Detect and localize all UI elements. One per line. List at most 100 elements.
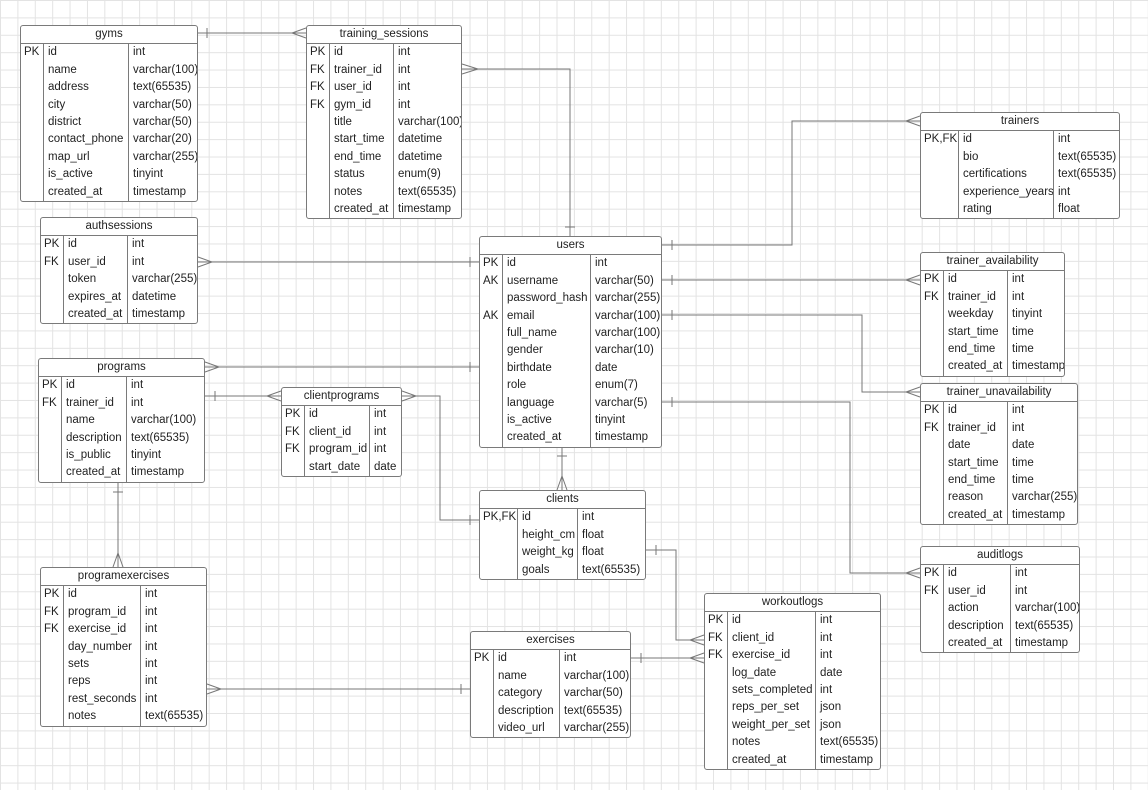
column-name: id	[329, 44, 393, 62]
column-type: varchar(100)	[590, 324, 661, 343]
column-key: PK	[708, 614, 724, 627]
column-key	[307, 201, 329, 218]
column-type: timestamp	[1007, 358, 1064, 376]
column-name: notes	[727, 734, 815, 752]
column-key: FK	[44, 255, 59, 268]
column-name: full_name	[502, 324, 590, 343]
column-name: birthdate	[502, 359, 590, 378]
column-type: int	[559, 650, 630, 668]
column-name: id	[727, 612, 815, 630]
column-type: varchar(100)	[126, 412, 204, 430]
many-marker	[556, 474, 568, 491]
column-key	[921, 618, 943, 635]
column-name: id	[958, 131, 1053, 149]
column-type: timestamp	[127, 305, 197, 324]
column-key	[480, 342, 502, 359]
column-type: tinyint	[1007, 306, 1064, 324]
column-name: height_cm	[517, 526, 577, 545]
column-type: varchar(100)	[559, 667, 630, 686]
link-users-programs	[204, 361, 479, 373]
column-key: PK	[44, 588, 60, 601]
column-type: int	[393, 61, 461, 80]
table-title: trainer_availability	[921, 253, 1064, 272]
column-type: varchar(10)	[590, 342, 661, 360]
column-type: varchar(100)	[128, 61, 197, 80]
column-name: id	[61, 377, 126, 395]
column-key	[705, 665, 727, 682]
column-name: language	[502, 394, 590, 412]
table-title: exercises	[471, 632, 630, 651]
column-name: trainer_id	[61, 394, 126, 413]
column-type: datetime	[127, 288, 197, 306]
column-key	[41, 289, 63, 306]
column-type: varchar(50)	[128, 96, 197, 114]
column-name: description	[493, 702, 559, 720]
column-name: id	[63, 586, 140, 604]
column-type: int	[369, 406, 401, 424]
column-type: int	[393, 79, 461, 97]
column-type: date	[1007, 437, 1077, 455]
table-title: training_sessions	[307, 26, 461, 45]
column-name: id	[943, 565, 1010, 583]
table-title: trainer_unavailability	[921, 384, 1077, 403]
column-name: city	[43, 96, 128, 114]
column-type: text(65535)	[577, 561, 645, 579]
column-name: end_time	[329, 148, 393, 167]
column-name: id	[493, 650, 559, 668]
column-key	[921, 324, 943, 341]
column-key	[480, 290, 502, 307]
column-key	[39, 412, 61, 429]
column-name: goals	[517, 561, 577, 579]
column-key: AK	[483, 309, 499, 322]
column-type: int	[127, 236, 197, 254]
column-type: tinyint	[128, 166, 197, 184]
column-key: PK	[42, 379, 58, 392]
column-type: datetime	[393, 148, 461, 167]
column-key	[21, 166, 43, 183]
column-key: PK	[483, 257, 499, 270]
column-name: reps	[63, 673, 140, 691]
column-type: int	[1010, 582, 1079, 601]
column-key	[471, 720, 493, 737]
column-key: PK	[285, 408, 301, 421]
column-name: exercise_id	[63, 621, 140, 639]
column-key	[921, 358, 943, 375]
column-type: date	[369, 458, 401, 476]
column-name: id	[943, 402, 1007, 420]
column-type: int	[140, 673, 206, 691]
column-key	[480, 544, 517, 561]
many-marker	[688, 634, 705, 646]
column-key: FK	[285, 425, 300, 438]
column-type: enum(9)	[393, 166, 461, 184]
column-key	[307, 114, 329, 131]
column-key	[921, 166, 958, 183]
column-name: category	[493, 685, 559, 703]
column-name: program_id	[63, 603, 140, 622]
link-gyms-training-sessions	[198, 27, 307, 39]
column-key	[921, 306, 943, 323]
column-name: end_time	[943, 471, 1007, 490]
column-name: start_time	[943, 323, 1007, 341]
column-name: user_id	[63, 253, 127, 272]
column-name: id	[517, 509, 577, 527]
column-type: time	[1007, 323, 1064, 341]
column-type: int	[140, 621, 206, 639]
column-key	[41, 306, 63, 323]
column-name: gender	[502, 342, 590, 360]
column-name: role	[502, 377, 590, 395]
column-name: description	[61, 429, 126, 447]
